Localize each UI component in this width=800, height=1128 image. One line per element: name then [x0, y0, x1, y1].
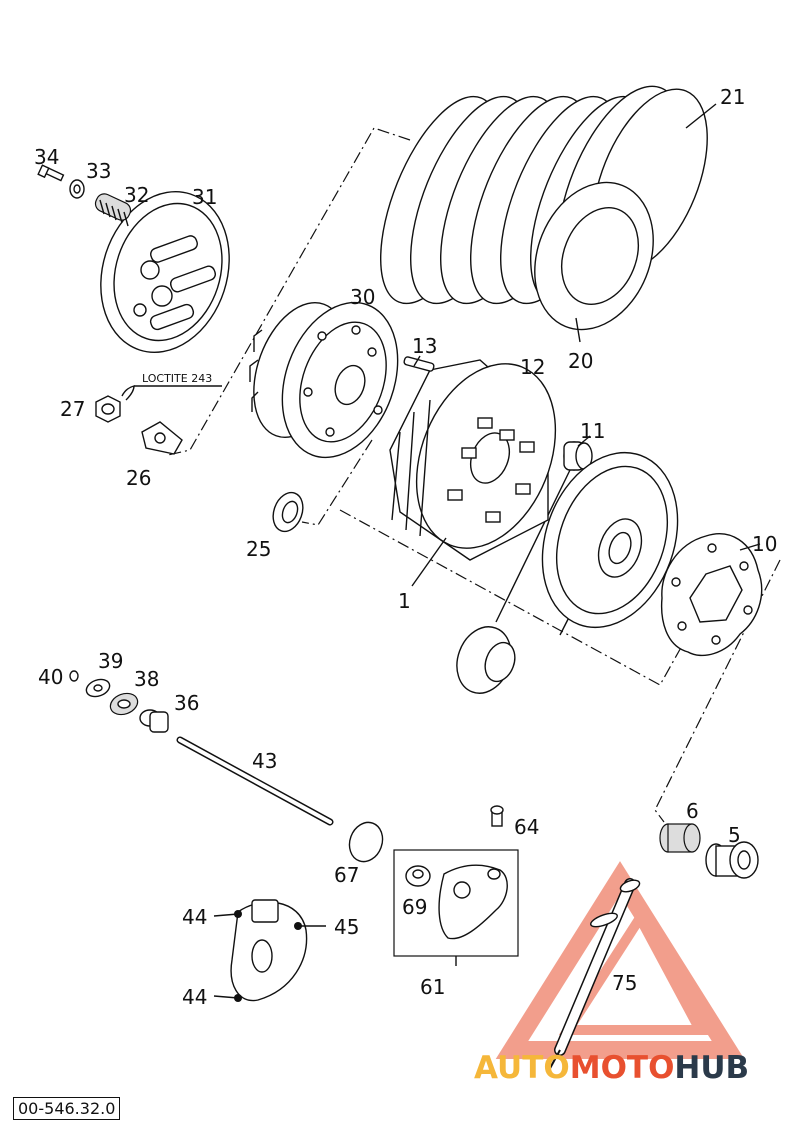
bearing-38 [109, 692, 139, 716]
clip-40 [69, 670, 79, 682]
label-part-26: 26 [126, 466, 151, 490]
label-part-40: 40 [38, 665, 63, 689]
leader-lines [213, 103, 761, 999]
label-part-69: 69 [402, 895, 427, 919]
label-part-39: 39 [98, 649, 123, 673]
watermark-text: AUTOMOTOHUB [474, 1050, 749, 1086]
o-ring-67 [348, 821, 384, 863]
clutch-plate-20 [534, 181, 654, 331]
bolt-34 [37, 164, 65, 182]
label-part-21: 21 [720, 85, 745, 109]
needle-bearing-6 [659, 823, 701, 853]
label-part-6: 6 [686, 799, 699, 823]
label-part-33: 33 [86, 159, 111, 183]
label-part-64: 64 [514, 815, 539, 839]
label-part-12: 12 [520, 355, 545, 379]
disc-10 [660, 533, 763, 657]
label-part-13: 13 [412, 334, 437, 358]
syringe-75 [547, 878, 641, 1073]
label-part-34: 34 [34, 145, 59, 169]
label-part-31: 31 [192, 185, 217, 209]
label-part-25: 25 [246, 537, 271, 561]
primary-gear [541, 451, 679, 629]
piston-36 [139, 709, 169, 733]
pin-13 [403, 356, 435, 372]
label-part-20: 20 [568, 349, 593, 373]
label-part-45: 45 [334, 915, 359, 939]
lock-washer-26 [141, 421, 183, 455]
label-part-32: 32 [124, 183, 149, 207]
loctite-note: LOCTITE 243 [142, 372, 212, 385]
pressure-plate [100, 190, 230, 354]
label-part-5: 5 [728, 823, 741, 847]
label-part-30: 30 [350, 285, 375, 309]
drawing-reference-code: 00-546.32.0 [13, 1097, 121, 1120]
watermark-part-hub: HUB [674, 1050, 749, 1086]
watermark-part-auto: AUTO [474, 1050, 570, 1086]
label-part-43: 43 [252, 749, 277, 773]
label-part-27: 27 [60, 397, 85, 421]
watermark-logo-icon [495, 861, 745, 1059]
label-part-44-top: 44 [182, 905, 207, 929]
label-part-61: 61 [420, 975, 445, 999]
watermark-part-moto: MOTO [570, 1050, 675, 1086]
screw-64 [490, 805, 504, 827]
label-part-36: 36 [174, 691, 199, 715]
nut-27 [95, 395, 121, 423]
label-part-10: 10 [752, 532, 777, 556]
washer-39 [85, 678, 111, 698]
washer-33 [69, 179, 85, 199]
label-part-67: 67 [334, 863, 359, 887]
label-part-75: 75 [612, 971, 637, 995]
thrust-washer-25 [272, 491, 304, 533]
pinion-gear [456, 626, 516, 694]
part-labels: 1 5 6 10 11 12 13 20 21 25 26 27 30 31 3… [34, 85, 777, 1009]
label-part-44-bottom: 44 [182, 985, 207, 1009]
label-part-38: 38 [134, 667, 159, 691]
label-part-11: 11 [580, 419, 605, 443]
bushing-11 [563, 441, 593, 471]
spring-32 [94, 193, 132, 227]
clutch-hub-30 [249, 301, 399, 459]
clutch-basket-12 [389, 359, 557, 561]
cover-44-45 [230, 899, 308, 1002]
push-rod-43 [176, 736, 334, 826]
assembly-lines [167, 127, 781, 823]
label-part-1: 1 [398, 589, 411, 613]
bushing-5 [705, 841, 759, 879]
slave-cylinder-61 [393, 849, 519, 957]
